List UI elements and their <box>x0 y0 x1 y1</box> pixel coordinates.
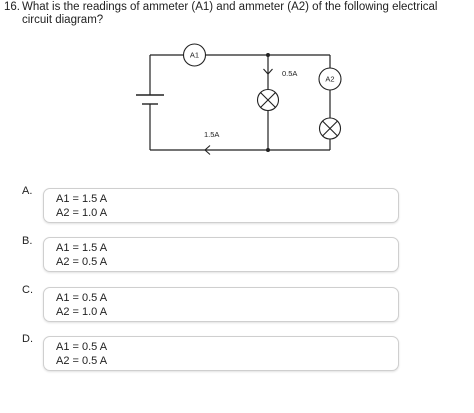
battery-icon <box>136 94 164 105</box>
option-d-line2: A2 = 0.5 A <box>56 355 108 367</box>
branch-current-label: 0.5A <box>282 69 297 78</box>
main-current-label: 1.5A <box>204 130 219 139</box>
current-arrow-down-icon <box>263 68 273 75</box>
lamp-icon <box>256 88 280 112</box>
junction-dot <box>266 148 270 152</box>
option-d-letter: D. <box>22 333 33 345</box>
option-c-letter: C. <box>22 284 33 296</box>
option-d-button[interactable]: A1 = 0.5 A A2 = 0.5 A <box>43 336 399 371</box>
question-number: 16. <box>4 1 20 13</box>
ammeter-a1-icon: A1 <box>182 43 207 67</box>
option-c-line1: A1 = 0.5 A <box>56 292 108 304</box>
ammeter-a1-label: A1 <box>190 51 199 60</box>
option-a-line2: A2 = 1.0 A <box>56 207 108 219</box>
ammeter-a2-label: A2 <box>325 75 334 84</box>
option-c-line2: A2 = 1.0 A <box>56 306 108 318</box>
option-a-button[interactable]: A1 = 1.5 A A2 = 1.0 A <box>43 188 399 223</box>
option-c-button[interactable]: A1 = 0.5 A A2 = 1.0 A <box>43 287 399 322</box>
circuit-diagram: A1 A2 0.5A 1.5A <box>136 43 342 155</box>
current-arrow-left-icon <box>204 145 211 155</box>
option-b-letter: B. <box>22 235 33 247</box>
junction-dot <box>266 53 270 57</box>
option-b-button[interactable]: A1 = 1.5 A A2 = 0.5 A <box>43 237 399 272</box>
lamp-icon <box>318 117 342 140</box>
question-text: What is the readings of ammeter (A1) and… <box>22 1 438 26</box>
ammeter-a2-icon: A2 <box>318 67 342 91</box>
option-a-line1: A1 = 1.5 A <box>56 193 108 205</box>
option-a-letter: A. <box>22 185 33 197</box>
option-d-line1: A1 = 0.5 A <box>56 341 108 353</box>
option-b-line1: A1 = 1.5 A <box>56 242 108 254</box>
option-b-line2: A2 = 0.5 A <box>56 256 108 268</box>
